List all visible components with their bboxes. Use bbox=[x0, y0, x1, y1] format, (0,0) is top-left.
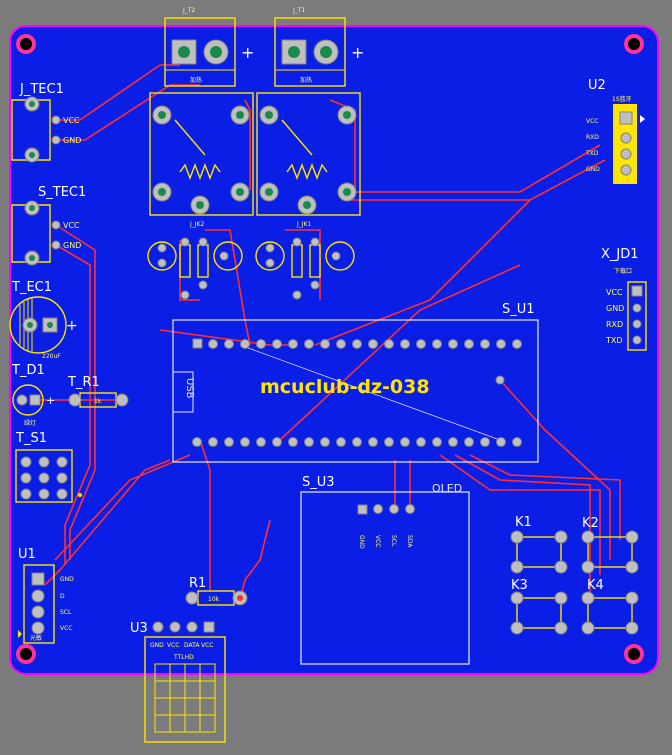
x-jd1-pin-gnd: GND bbox=[606, 304, 624, 313]
s-u3: S_U3 OLED GND VCC SCL SDA bbox=[300, 475, 470, 665]
s-tec1-ref: S_TEC1 bbox=[38, 185, 86, 200]
s-u1-ref: S_U1 bbox=[502, 302, 535, 317]
u3-pin-4: VCC bbox=[201, 642, 213, 649]
u1-pin-gnd: GND bbox=[60, 576, 74, 583]
board-title: mcuclub-dz-038 bbox=[260, 376, 430, 398]
t-ec1: T_EC1 + 220uF bbox=[9, 280, 78, 360]
s-tec1: S_TEC1 VCC GND bbox=[11, 185, 86, 266]
j-jk2-ref: J_JK2 bbox=[189, 221, 204, 228]
x-jd1-ref: X_JD1 bbox=[601, 247, 639, 262]
s-u1: S_U1 USB mcuclub-dz-038 bbox=[172, 302, 539, 463]
relay-driver-parts bbox=[147, 237, 355, 300]
u1-note: 光敏 bbox=[30, 634, 42, 642]
key-k4: K4 bbox=[581, 578, 639, 635]
u2-ref: U2 bbox=[588, 78, 606, 93]
s-u3-ref: S_U3 bbox=[302, 475, 335, 490]
s-u1-usb: USB bbox=[184, 378, 195, 399]
j-jk1-ref: J_JK1 bbox=[296, 221, 311, 228]
u2-note: 1S蓝牙 bbox=[612, 95, 632, 103]
r1-ref: R1 bbox=[189, 576, 206, 591]
relay-j-jk1: J_JK1 bbox=[256, 92, 361, 228]
t-ec1-plus: + bbox=[66, 318, 78, 334]
t-ec1-value: 220uF bbox=[42, 353, 61, 360]
k4-ref: K4 bbox=[587, 578, 604, 593]
x-jd1-pin-vcc: VCC bbox=[606, 288, 623, 297]
s-u3-pin-scl: SCL bbox=[390, 535, 397, 547]
u2-pin-vcc: VCC bbox=[586, 118, 598, 125]
r1-value: 10k bbox=[208, 596, 220, 603]
t-s1-ref: T_S1 bbox=[15, 431, 47, 446]
u3-pin-3: DATA bbox=[184, 642, 200, 649]
s-u3-pin-vcc: VCC bbox=[374, 535, 381, 547]
t-r1-ref: T_R1 bbox=[67, 375, 100, 390]
u3-note: TTLHD bbox=[173, 654, 194, 661]
u2-pin-gnd: GND bbox=[586, 166, 600, 173]
u3-ref: U3 bbox=[130, 621, 148, 636]
x-jd1-pin-rxd: RXD bbox=[606, 320, 623, 329]
u1-pin-vcc: VCC bbox=[60, 625, 72, 632]
x-jd1: X_JD1 下载口 VCC GND RXD TXD bbox=[601, 247, 647, 351]
s-tec1-pin-gnd: GND bbox=[63, 241, 81, 250]
u2: U2 1S蓝牙 VCC RXD TXD GND bbox=[585, 78, 645, 184]
key-k2: K2 bbox=[581, 516, 639, 574]
mounting-holes bbox=[16, 34, 644, 664]
j-tec1: J_TEC1 VCC GND bbox=[11, 82, 81, 163]
k3-ref: K3 bbox=[511, 578, 528, 593]
board-outline bbox=[9, 25, 659, 675]
u1-pin-d: D bbox=[60, 593, 65, 600]
t-r1: T_R1 1k bbox=[67, 375, 129, 408]
u1: U1 GND D SCL VCC 光敏 bbox=[18, 547, 74, 644]
u3-pin-2: VCC bbox=[167, 642, 179, 649]
t-d1: T_D1 + 绿灯 bbox=[11, 363, 55, 427]
x-jd1-note: 下载口 bbox=[614, 267, 632, 275]
j-t1-note: 加热 bbox=[300, 76, 312, 84]
j-t2-plus: + bbox=[241, 43, 254, 62]
traces bbox=[40, 64, 621, 601]
x-jd1-pin-txd: TXD bbox=[605, 336, 623, 345]
u3-pin-1: GND bbox=[150, 642, 164, 649]
t-d1-note: 绿灯 bbox=[24, 419, 36, 427]
j-tec1-ref: J_TEC1 bbox=[19, 82, 64, 97]
u1-ref: U1 bbox=[18, 547, 36, 562]
relay-j-jk2: J_JK2 bbox=[149, 92, 254, 228]
t-d1-plus: + bbox=[46, 394, 55, 407]
key-k1: K1 bbox=[510, 515, 568, 574]
u2-pin-rxd: RXD bbox=[586, 134, 599, 141]
top-connector-j-t1: J_T1 加热 bbox=[274, 7, 346, 87]
s-u3-pin-gnd: GND bbox=[358, 535, 365, 549]
j-tec1-pin-vcc: VCC bbox=[63, 116, 80, 125]
j-t1-ref: J_T1 bbox=[292, 7, 305, 14]
t-d1-ref: T_D1 bbox=[11, 363, 45, 378]
u3: U3 GND VCC DATA VCC TTLHD bbox=[130, 621, 226, 743]
r1: R1 10k bbox=[185, 576, 248, 606]
t-ec1-ref: T_EC1 bbox=[11, 280, 52, 295]
k2-ref: K2 bbox=[582, 516, 599, 531]
j-t2-ref: J_T2 bbox=[182, 7, 195, 14]
u1-pin-scl: SCL bbox=[60, 609, 72, 616]
s-u1-bottom-pins bbox=[192, 437, 522, 447]
j-t2-note: 加热 bbox=[190, 76, 202, 84]
t-r1-value: 1k bbox=[94, 398, 102, 405]
key-k3: K3 bbox=[510, 578, 568, 635]
s-u1-top-pins bbox=[192, 338, 522, 349]
j-tec1-pin-gnd: GND bbox=[63, 136, 81, 145]
s-u3-pin-sda: SDA bbox=[406, 535, 413, 548]
s-tec1-pin-vcc: VCC bbox=[63, 221, 80, 230]
u2-pin-txd: TXD bbox=[585, 150, 599, 157]
s-u3-note: OLED bbox=[432, 482, 462, 495]
t-s1: T_S1 bbox=[15, 431, 82, 503]
j-t1-plus: + bbox=[351, 43, 364, 62]
k1-ref: K1 bbox=[515, 515, 532, 530]
top-connector-j-t2: J_T2 加热 bbox=[164, 7, 236, 87]
